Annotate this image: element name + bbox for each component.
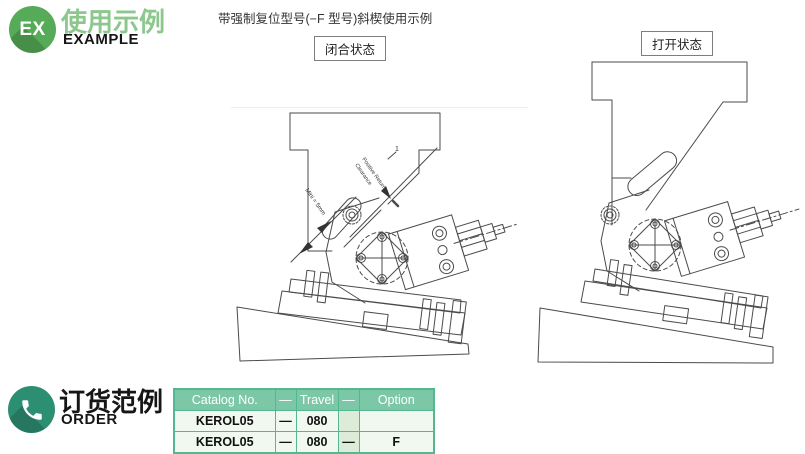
cell-catalog-no: KEROL05 [173,431,276,454]
cell-dash: — [337,431,360,454]
example-title-cn: 使用示例 [61,7,166,37]
cell-option: F [358,431,435,454]
divider-line [231,107,528,108]
open-state-diagram [537,61,800,364]
header-travel: Travel [295,388,339,411]
cell-dash: — [274,410,297,432]
order-badge [8,386,55,433]
cell-dash-empty [337,410,360,432]
header-dash-2: — [337,388,360,411]
example-title-en: EXAMPLE [63,31,140,48]
cell-catalog-no: KEROL05 [173,410,276,432]
table-row: KEROL05 — 080 — F [173,431,435,454]
page-subtitle: 带强制复位型号(−F 型号)斜楔使用示例 [218,12,433,26]
cell-option-empty [358,410,435,432]
cell-dash: — [274,431,297,454]
closed-state-diagram: Positive Return Clearance Mini = 5mm 1 [236,112,520,362]
ex-badge: EX [9,6,56,53]
closed-state-label: 闭合状态 [314,36,387,61]
open-state-label: 打开状态 [641,31,714,56]
cell-travel: 080 [295,410,339,432]
header-catalog-no: Catalog No. [173,388,276,411]
order-title-cn: 订货范例 [59,387,164,417]
table-header-row: Catalog No. — Travel — Option [173,388,435,411]
cell-travel: 080 [295,431,339,454]
clearance-dim-value: 1 [395,146,399,153]
phone-icon [21,399,42,420]
header-option: Option [358,388,435,411]
order-title-en: ORDER [61,411,118,428]
min-gap-label: Mini = 5mm [303,188,326,217]
order-table: Catalog No. — Travel — Option KEROL05 — … [173,388,435,454]
ex-badge-text: EX [19,18,46,40]
header-dash-1: — [274,388,297,411]
table-row: KEROL05 — 080 [173,410,435,432]
